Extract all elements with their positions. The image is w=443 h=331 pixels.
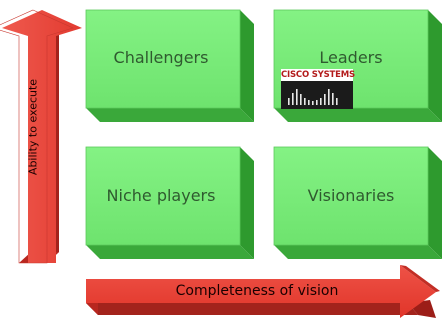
quadrant-label-leaders: Leaders [319,48,383,67]
quadrant-label-visionaries: Visionaries [307,186,395,205]
quadrant-label-challengers: Challengers [113,48,209,67]
cisco-systems-logo: Cisco Systems [281,69,355,109]
quadrant-box-challengers [85,9,254,122]
y-axis-label: Ability to execute [26,78,40,176]
x-axis-label: Completeness of vision [175,283,339,299]
quadrant-box-niche-players [85,146,254,259]
quadrant-label-niche-players: Niche players [106,186,216,205]
x-axis-arrow [86,265,440,318]
cisco-bridge-bars-icon [281,81,353,109]
quadrant-box-visionaries [273,146,442,259]
y-axis-arrow [0,9,82,264]
cisco-logo-text: Cisco Systems [281,69,355,81]
